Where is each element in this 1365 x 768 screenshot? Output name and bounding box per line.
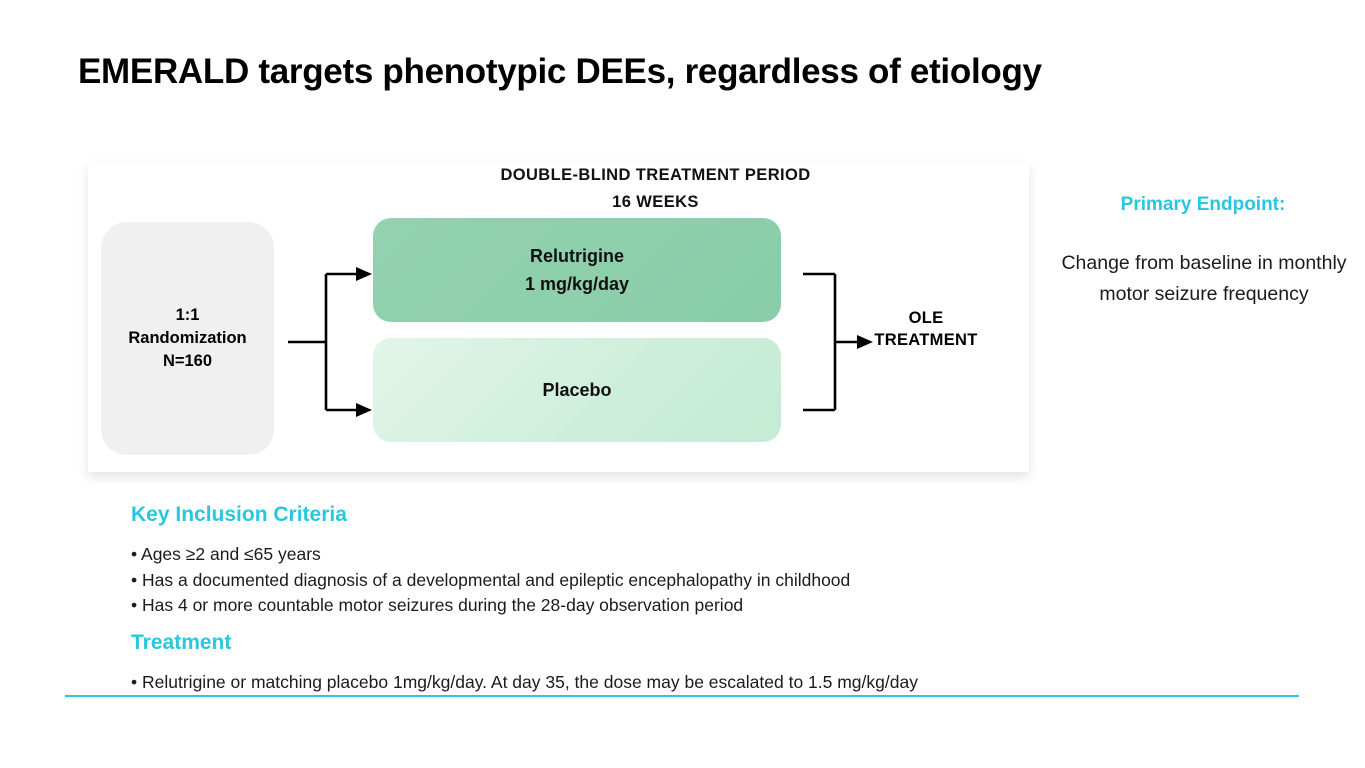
randomization-sample-size: N=160 — [162, 352, 213, 370]
randomization-box: 1:1 Randomization N=160 — [101, 222, 274, 455]
list-item: Relutrigine or matching placebo 1mg/kg/d… — [131, 670, 918, 696]
list-item: Has 4 or more countable motor seizures d… — [131, 593, 850, 619]
slide-footer: EMERALD PRA IS 49 — [0, 712, 1365, 768]
double-blind-period-line2: 16 WEEKS — [612, 193, 699, 211]
ole-treatment-line1: OLE — [908, 309, 944, 327]
treatment-list: Relutrigine or matching placebo 1mg/kg/d… — [131, 670, 918, 696]
list-item: Ages ≥2 and ≤65 years — [131, 542, 850, 568]
arrow-head-ole — [857, 335, 873, 349]
page-title: EMERALD targets phenotypic DEEs, regardl… — [78, 52, 1042, 91]
arm-relutrigine-dose: 1 mg/kg/day — [524, 274, 630, 294]
primary-endpoint-body: Change from baseline in monthly motor se… — [1061, 252, 1347, 305]
arm-relutrigine-name: Relutrigine — [529, 246, 624, 266]
treatment-heading: Treatment — [131, 631, 232, 654]
randomization-ratio: 1:1 — [175, 306, 200, 324]
list-item: Has a documented diagnosis of a developm… — [131, 568, 850, 594]
double-blind-period-line1: DOUBLE-BLIND TREATMENT PERIOD — [500, 166, 811, 184]
ole-treatment-label: OLE TREATMENT — [836, 307, 1016, 351]
inclusion-criteria-list: Ages ≥2 and ≤65 years Has a documented d… — [131, 542, 850, 619]
arrow-head-upper — [356, 267, 372, 281]
arrow-head-lower — [356, 403, 372, 417]
arm-placebo-box: Placebo — [373, 338, 781, 442]
inclusion-criteria-heading: Key Inclusion Criteria — [131, 503, 347, 526]
primary-endpoint-title: Primary Endpoint: — [1120, 194, 1286, 215]
footer-divider — [65, 695, 1299, 697]
merge-bracket-arrow — [803, 272, 873, 412]
arm-placebo-name: Placebo — [542, 380, 612, 400]
arm-relutrigine-box: Relutrigine 1 mg/kg/day — [373, 218, 781, 322]
study-design-diagram: DOUBLE-BLIND TREATMENT PERIOD 16 WEEKS 1… — [88, 162, 1029, 472]
ole-treatment-line2: TREATMENT — [874, 331, 978, 349]
double-blind-period-header: DOUBLE-BLIND TREATMENT PERIOD 16 WEEKS — [428, 162, 883, 216]
randomization-label: Randomization — [128, 329, 247, 347]
split-bracket-arrows — [288, 267, 372, 417]
